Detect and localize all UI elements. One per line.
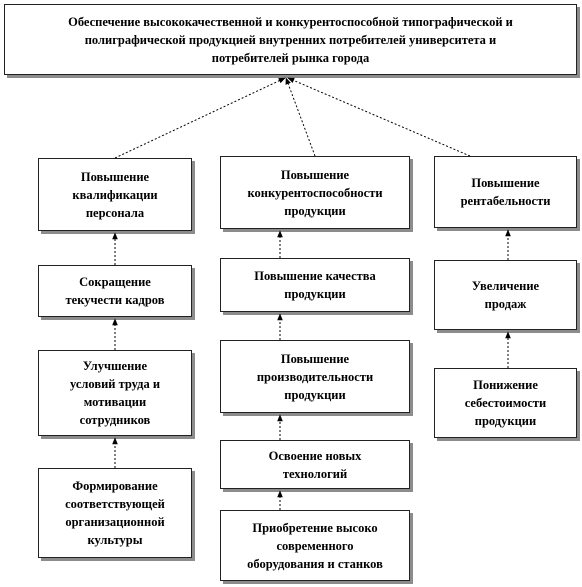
node-turnover-reduction-text: Сокращение текучести кадров [65, 275, 165, 307]
node-quality: Повышение качества продукции [220, 258, 410, 312]
node-competitiveness: Повышение конкурентоспособности продукци… [220, 156, 410, 229]
node-org-culture: Формирование соответствующей организацио… [38, 468, 192, 558]
node-equipment-text: Приобретение высоко современного оборудо… [247, 520, 383, 571]
node-productivity: Повышение производительности продукции [220, 340, 410, 413]
node-org-culture-text: Формирование соответствующей организацио… [65, 479, 165, 547]
node-productivity-text: Повышение производительности продукции [256, 351, 374, 402]
node-cost-reduction-text: Понижение себестоимости продукции [464, 378, 547, 428]
node-staff-qualification: Повышение квалификации персонала [38, 158, 192, 231]
node-working-conditions: Улучшение условий труда и мотивации сотр… [38, 350, 192, 436]
arrow-qualification-to-goal [114, 77, 286, 159]
node-sales-growth: Увеличение продаж [434, 260, 577, 330]
node-working-conditions-text: Улучшение условий труда и мотивации сотр… [69, 359, 161, 427]
node-sales-growth-text: Увеличение продаж [471, 279, 540, 311]
node-new-technologies: Освоение новых технологий [220, 440, 410, 489]
node-cost-reduction: Понижение себестоимости продукции [434, 368, 577, 438]
node-profitability: Повышение рентабельности [434, 156, 577, 228]
node-turnover-reduction: Сокращение текучести кадров [38, 265, 192, 317]
arrow-profitability-to-goal [287, 77, 471, 157]
goal-box: Обеспечение высококачественной и конкуре… [4, 4, 577, 75]
node-new-technologies-text: Освоение новых технологий [268, 448, 362, 481]
node-competitiveness-text: Повышение конкурентоспособности продукци… [247, 167, 383, 218]
node-quality-text: Повышение качества продукции [254, 269, 376, 301]
node-profitability-text: Повышение рентабельности [460, 176, 551, 208]
goal-text: Обеспечение высококачественной и конкуре… [68, 14, 513, 65]
node-equipment: Приобретение высоко современного оборудо… [220, 510, 410, 581]
node-staff-qualification-text: Повышение квалификации персонала [72, 169, 158, 220]
arrow-competitiveness-to-goal [285, 77, 316, 157]
